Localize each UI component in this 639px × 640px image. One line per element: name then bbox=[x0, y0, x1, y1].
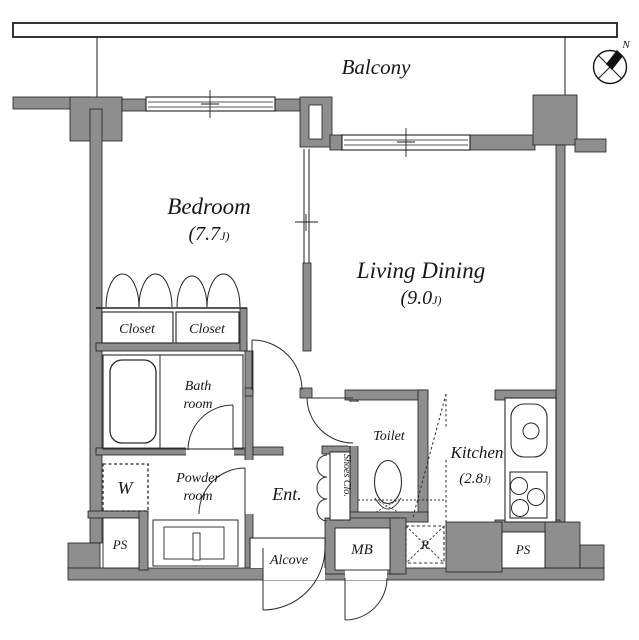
closet-door-arc bbox=[206, 273, 241, 308]
alcove-label: Alcove bbox=[269, 553, 308, 568]
washer-label: W bbox=[118, 478, 135, 498]
wall-stub bbox=[244, 387, 254, 397]
door-gap bbox=[263, 566, 325, 580]
compass-north-label: N bbox=[621, 39, 630, 51]
bathroom-label-line2: room bbox=[183, 397, 212, 412]
stove-burner bbox=[511, 499, 529, 517]
refrigerator-box bbox=[405, 525, 445, 564]
shoes-closet-box bbox=[329, 451, 351, 521]
shoes-closet-fold-arc bbox=[316, 454, 328, 478]
sliding-partition bbox=[295, 149, 318, 263]
kitchen-counter bbox=[504, 397, 557, 523]
wall-slot bbox=[308, 104, 323, 140]
stove-burner bbox=[510, 477, 528, 495]
toilet-door-arc bbox=[306, 397, 354, 444]
pipe-shaft-right-label: PS bbox=[515, 542, 531, 557]
entry-door-arc bbox=[344, 577, 388, 621]
balcony-structure bbox=[12, 22, 618, 97]
bathtub bbox=[109, 359, 157, 444]
door-gap bbox=[186, 446, 234, 456]
wall-step-left bbox=[67, 542, 101, 571]
doors bbox=[187, 339, 388, 621]
dashed-annotations bbox=[102, 393, 447, 564]
wall-right bbox=[555, 144, 566, 530]
kitchen-size: (2.8J) bbox=[459, 471, 491, 487]
kitchen-label: Kitchen bbox=[450, 443, 504, 462]
wall-segment bbox=[302, 262, 312, 352]
powder-room-label-line2: room bbox=[183, 489, 212, 504]
wall-segment bbox=[138, 510, 149, 571]
wall-segment bbox=[389, 517, 407, 575]
compass: N bbox=[592, 39, 630, 85]
door-gap bbox=[348, 402, 360, 446]
powder-door-arc bbox=[198, 467, 246, 515]
wall-stub bbox=[299, 387, 313, 399]
windows bbox=[145, 90, 471, 157]
toilet-fixture bbox=[373, 459, 403, 513]
refrigerator-label: R bbox=[420, 537, 429, 552]
stove-burner bbox=[527, 488, 545, 506]
closet-right-label: Closet bbox=[189, 322, 226, 337]
closets bbox=[96, 273, 247, 344]
living-door-arc bbox=[251, 339, 303, 391]
toilet-hatch bbox=[375, 499, 399, 513]
living-dining-size: (9.0J) bbox=[401, 287, 442, 309]
openings-and-boxes bbox=[102, 104, 546, 580]
meter-box-label: MB bbox=[350, 542, 373, 558]
toilet-bowl bbox=[373, 459, 403, 505]
closet-left-label: Closet bbox=[119, 322, 156, 337]
shoes-closet-fold-arc bbox=[316, 498, 328, 522]
bathroom-label-line1: Bath bbox=[185, 379, 211, 394]
shoes-closet-fold-arc bbox=[316, 476, 328, 500]
closet-right-box bbox=[175, 311, 240, 344]
bathroom-fixtures bbox=[102, 354, 244, 450]
shoes-closet-label: Shoes Clo. bbox=[341, 454, 352, 497]
toilet-label: Toilet bbox=[373, 429, 405, 444]
compass-north-needle bbox=[606, 50, 623, 70]
wall-segment bbox=[121, 98, 147, 112]
vanity bbox=[152, 519, 239, 567]
bedroom-label: Bedroom bbox=[167, 194, 250, 219]
wall-segment bbox=[239, 307, 248, 352]
entrance-label: Ent. bbox=[271, 484, 302, 504]
meter-box bbox=[334, 527, 391, 571]
wall-segment bbox=[329, 134, 343, 151]
wall-below-closets bbox=[95, 342, 248, 352]
pipe-shaft-left-box bbox=[102, 517, 140, 569]
balcony-label: Balcony bbox=[342, 55, 411, 79]
wall-toilet-top bbox=[344, 389, 429, 401]
pipe-shaft-left-label: PS bbox=[112, 537, 128, 552]
wall-segment bbox=[574, 138, 607, 153]
bedroom-size: (7.7J) bbox=[189, 223, 230, 245]
wall-pillar-bottom-right bbox=[544, 521, 581, 569]
door-gap bbox=[243, 460, 255, 514]
washer-box bbox=[102, 463, 149, 512]
balcony-rail bbox=[12, 22, 618, 38]
bath-unit-outline bbox=[102, 354, 244, 450]
wall-left bbox=[89, 108, 103, 544]
wall-pillar-top-right bbox=[532, 94, 578, 146]
bath-door-arc bbox=[187, 404, 234, 451]
closet-door-arc bbox=[176, 275, 208, 308]
alcove-door-arc bbox=[262, 547, 326, 611]
wall-segment bbox=[467, 134, 536, 151]
kitchen-dashed-line bbox=[412, 393, 447, 518]
closet-door-arc bbox=[138, 273, 173, 308]
living-dining-label: Living Dining bbox=[356, 258, 485, 283]
closet-door-arc bbox=[105, 273, 140, 308]
wall-segment bbox=[445, 521, 503, 573]
powder-room-label-line1: Powder bbox=[175, 471, 220, 486]
wall-ent-top-stub bbox=[252, 446, 284, 456]
wall-step-right bbox=[579, 544, 605, 569]
wall-bath-powder bbox=[95, 447, 246, 456]
wall-toilet-right bbox=[417, 389, 429, 523]
refrigerator-cross bbox=[405, 525, 445, 564]
vanity-handle bbox=[192, 532, 201, 561]
toilet-base bbox=[374, 497, 402, 510]
sink-drain bbox=[522, 422, 540, 440]
closet-left-box bbox=[101, 311, 174, 344]
labels: Balcony Bedroom (7.7J) Living Dining (9.… bbox=[112, 55, 531, 568]
pipe-shaft-right-box bbox=[501, 531, 546, 569]
